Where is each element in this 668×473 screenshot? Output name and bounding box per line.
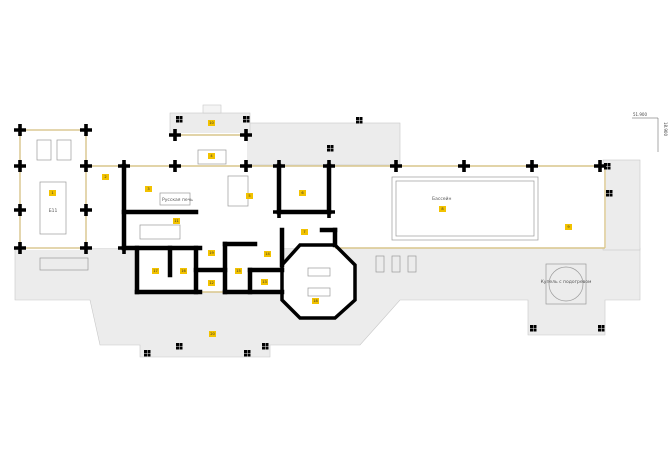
label-pool: Бассейн [432,195,451,202]
column-cross [13,160,26,172]
svg-text:1: 1 [51,191,53,195]
svg-text:12: 12 [209,281,214,285]
column-cross [80,124,92,136]
svg-text:18: 18 [313,299,318,303]
room-tag: 19 [208,250,215,256]
column-cross [80,160,92,172]
top-terrace [239,122,401,166]
room-tag: 6 [299,190,306,196]
column-cross [118,242,130,254]
svg-text:7: 7 [303,230,305,234]
column-cluster [176,116,183,123]
column-cluster [530,325,537,332]
column-cross [13,242,26,254]
room-tag: 5 [246,193,253,199]
room-tags: 1 2 3 4 5 6 7 8 9 10 11 12 13 14 15 16 1… [49,120,572,337]
svg-text:6: 6 [301,191,304,195]
column-cluster [243,116,250,123]
room-tag: 3 [145,186,152,192]
room-tag: 10 [208,120,215,126]
dimension-height: 18.900 [663,122,668,136]
svg-text:4: 4 [210,154,213,158]
column-cluster [262,343,269,350]
column-cross [118,160,130,172]
room-tag: 9 [565,224,572,230]
svg-text:9: 9 [567,225,570,229]
octagon-room [280,243,357,320]
label-billiard: Б11 [49,208,58,214]
svg-text:20: 20 [210,332,215,336]
label-stove: Русская печь [162,197,193,203]
column-cross [323,160,336,172]
hot-tub-deck [545,263,587,305]
room-tag: 11 [173,218,180,224]
column-cross [390,160,403,172]
svg-text:5: 5 [248,194,250,198]
svg-text:10: 10 [209,121,214,125]
walls [121,163,357,320]
room-tag: 12 [208,280,215,286]
room-tag: 15 [235,268,242,274]
room-tag: 2 [102,174,109,180]
column-cross [169,160,181,172]
dimension-width: 51.900 [633,112,647,117]
column-cross [13,204,26,216]
column-cluster [598,325,605,332]
furniture [36,139,587,305]
room-tag: 16 [180,268,187,274]
column-cluster [244,350,251,357]
svg-text:17: 17 [153,269,158,273]
room-tag: 13 [261,279,268,285]
room-tag: 14 [264,251,271,257]
column-cluster [176,343,183,350]
room-tag: 8 [439,206,446,212]
column-cross [594,160,606,172]
right-terrace [602,159,641,251]
svg-text:2: 2 [104,175,106,179]
column-cross [526,160,538,172]
column-cluster [356,117,363,124]
column-cluster [144,350,151,357]
room-tag: 4 [208,153,215,159]
column-cross [80,204,92,216]
column-cluster [606,190,613,197]
column-cross [13,124,26,136]
column-cross [240,129,252,141]
dimension-markers: 51.900 18.900 [632,112,668,152]
pool [391,176,539,241]
room-tag: 17 [152,268,159,274]
column-cross [80,242,92,254]
svg-text:11: 11 [174,219,179,223]
room-tag: 20 [209,331,216,337]
billiard-table [39,181,67,235]
label-hot-tub: Купель с подогревом [541,279,592,285]
column-cross [273,206,286,218]
svg-text:8: 8 [441,207,444,211]
room-tag: 1 [49,190,56,196]
column-cross [169,129,181,141]
svg-text:19: 19 [209,251,214,255]
hot-tub [548,266,584,302]
svg-text:15: 15 [236,269,241,273]
svg-text:3: 3 [147,187,149,191]
svg-text:13: 13 [262,280,267,284]
column-cross [458,160,471,172]
svg-text:14: 14 [265,252,270,256]
column-cross [323,206,336,218]
columns [13,116,613,357]
column-cluster [327,145,334,152]
column-cross [273,160,286,172]
column-cross [240,160,252,172]
room-tag: 18 [312,298,319,304]
steps-top [202,104,222,114]
column-cluster [604,163,611,170]
svg-text:16: 16 [181,269,186,273]
room-tag: 7 [301,229,308,235]
